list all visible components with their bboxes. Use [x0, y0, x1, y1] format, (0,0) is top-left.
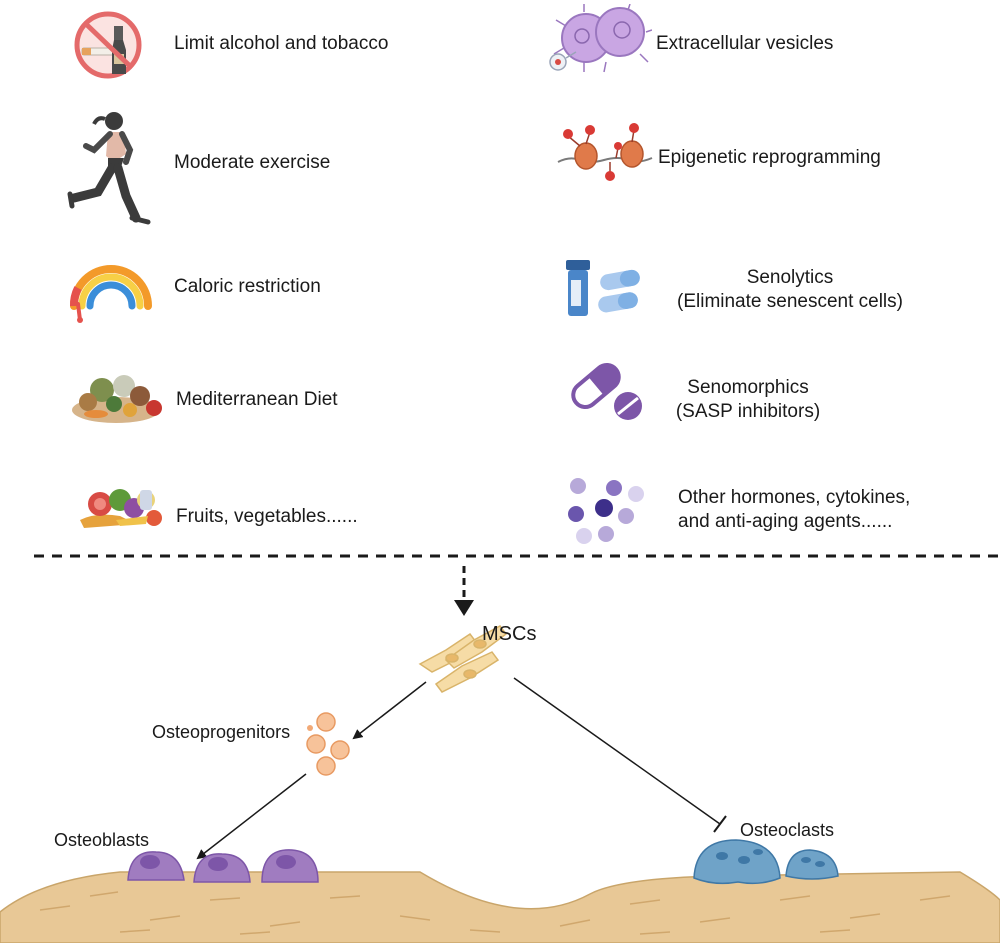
pathway-diagram: MSCs Osteoprogenitors Osteoblasts Osteoc…	[0, 566, 1000, 943]
osteoclasts-label: Osteoclasts	[740, 820, 834, 840]
arrow-msc-to-progenitors	[352, 681, 427, 740]
bone-surface	[0, 871, 1000, 943]
lifestyle-label-mediterranean: Mediterranean Diet	[176, 389, 338, 410]
msc-cells-icon	[418, 625, 508, 693]
therapy-label-senomorphics-line1: Senomorphics	[687, 377, 809, 398]
bone-texture	[39, 891, 951, 935]
therapy-label-other-line2: and anti-aging agents......	[678, 511, 893, 532]
vesicles-icon	[549, 4, 652, 73]
pills-bottle-icon	[566, 260, 640, 316]
food-platter-icon	[72, 375, 162, 423]
therapy-label-other-line1: Other hormones, cytokines,	[678, 487, 911, 508]
therapy-label-vesicles: Extracellular vesicles	[656, 33, 834, 54]
arrow-progenitors-to-osteoblasts	[196, 773, 307, 860]
nucleosome-icon	[557, 123, 653, 181]
lifestyle-label-fruits: Fruits, vegetables......	[176, 506, 358, 527]
osteoprogenitors-label: Osteoprogenitors	[152, 722, 290, 742]
osteoblast-cells-icon	[127, 849, 319, 883]
therapy-label-senolytics-line1: Senolytics	[746, 267, 834, 288]
down-arrow-head	[454, 600, 474, 616]
lifestyle-label-exercise: Moderate exercise	[174, 152, 331, 173]
osteoprogenitor-cells-icon	[306, 712, 350, 776]
msc-label: MSCs	[482, 623, 536, 645]
osteoclast-cells-icon	[693, 839, 839, 885]
molecules-icon	[568, 478, 644, 544]
therapy-label-senolytics: Senolytics (Eliminate senescent cells)	[650, 266, 930, 314]
osteoblasts-label: Osteoblasts	[54, 830, 149, 850]
capsule-tablet-icon	[571, 363, 642, 420]
lifestyle-label-alcohol-tobacco: Limit alcohol and tobacco	[174, 33, 389, 54]
fruit-basket-icon	[80, 489, 162, 528]
therapy-label-senomorphics-line2: (SASP inhibitors)	[675, 401, 821, 422]
inhibit-bar	[713, 815, 727, 833]
rainbow-gauge-icon	[70, 265, 152, 323]
therapy-label-senolytics-line2: (Eliminate senescent cells)	[677, 291, 903, 312]
therapy-label-senomorphics: Senomorphics (SASP inhibitors)	[656, 376, 840, 424]
therapy-label-other: Other hormones, cytokines, and anti-agin…	[678, 486, 910, 534]
no-smoking-drinking-icon	[74, 11, 142, 79]
inhibit-msc-to-osteoclasts	[513, 677, 721, 825]
therapy-label-epigenetic: Epigenetic reprogramming	[658, 147, 881, 168]
lifestyle-label-caloric: Caloric restriction	[174, 276, 321, 297]
runner-icon	[67, 112, 151, 225]
